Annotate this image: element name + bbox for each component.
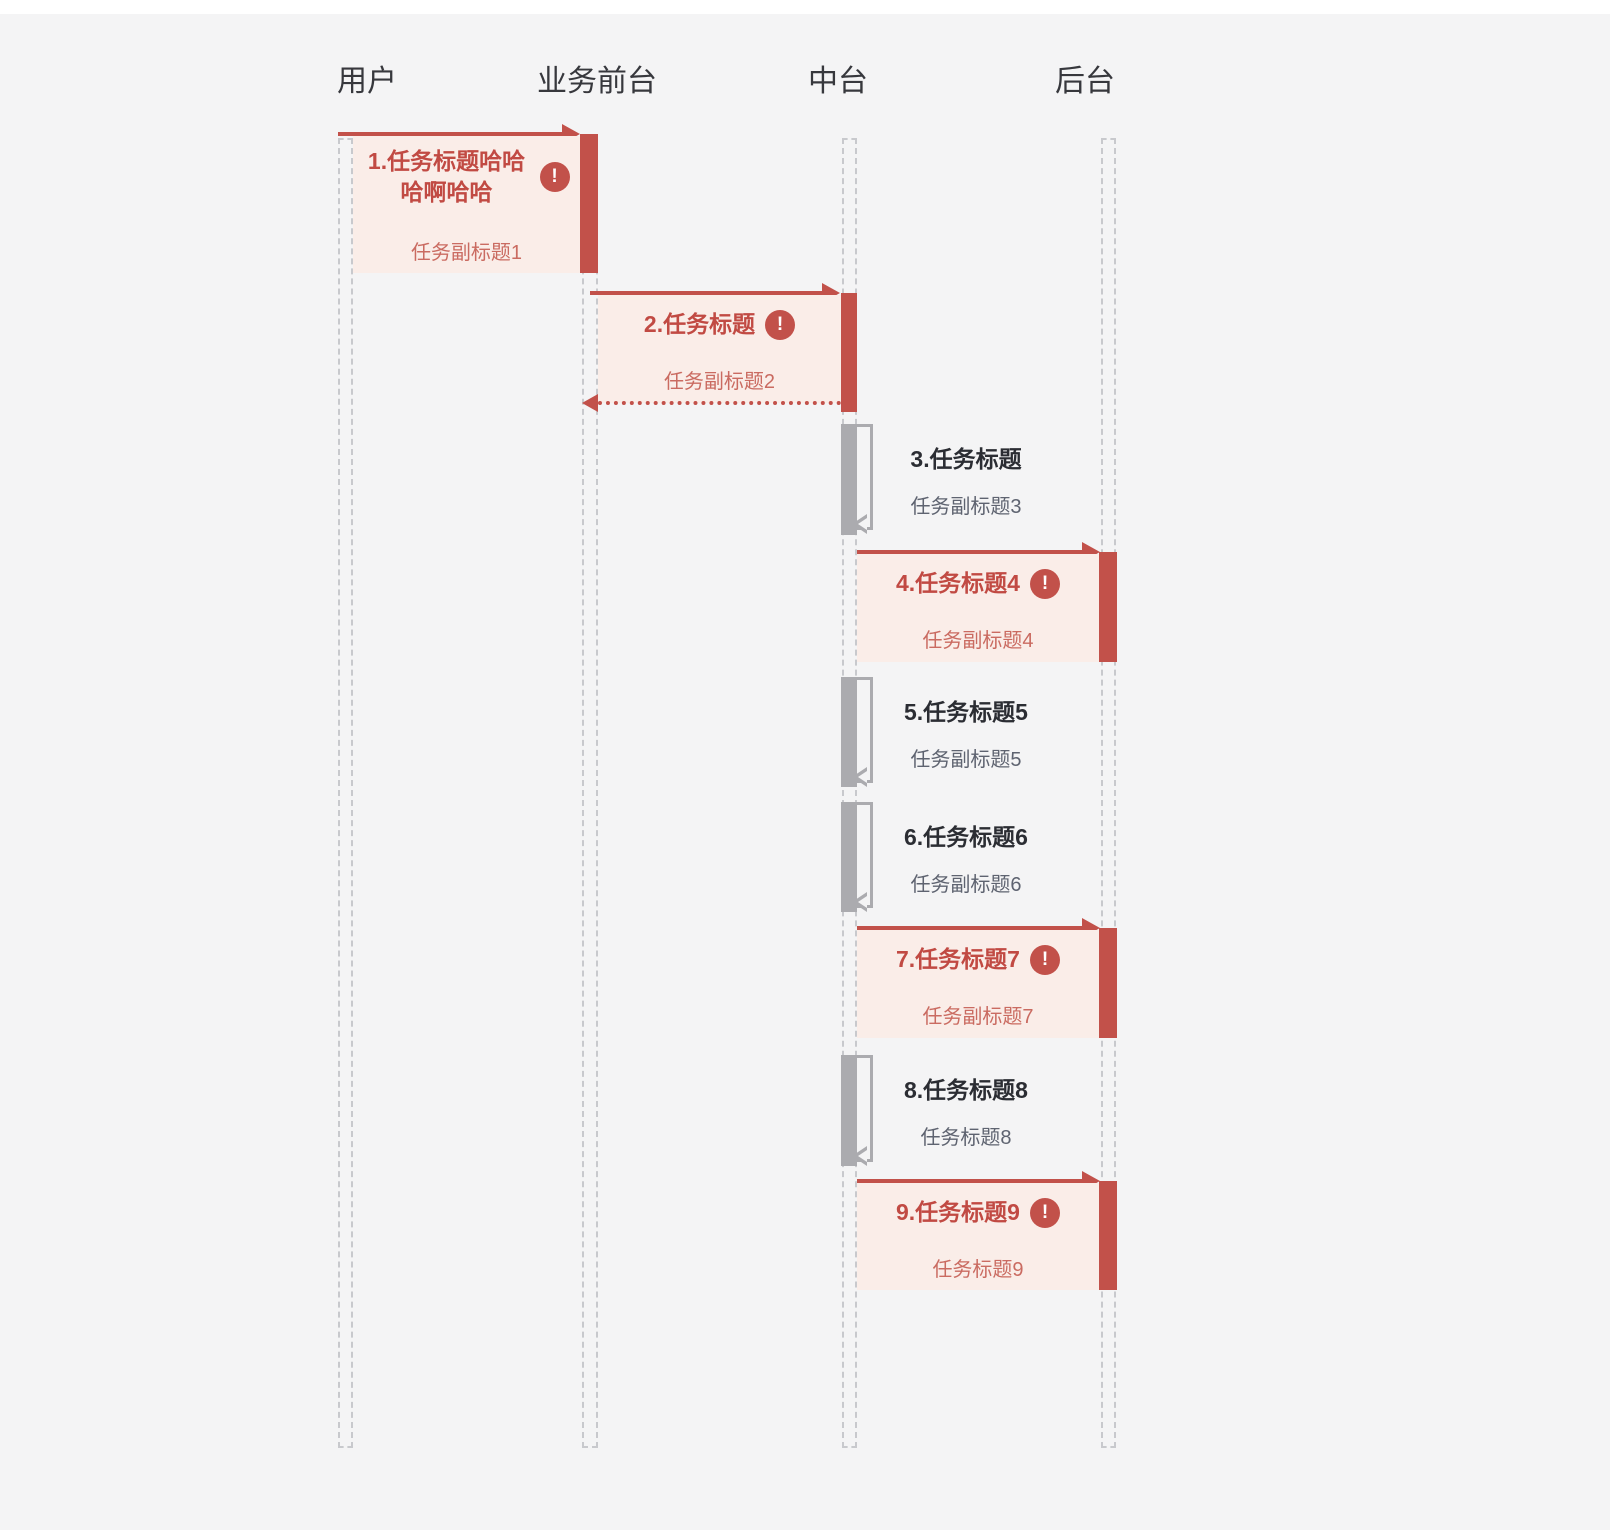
task-5-card[interactable]: 5.任务标题5 任务副标题5 <box>845 677 1087 787</box>
task-2-activation-bar <box>841 293 857 412</box>
task-4-title: 4.任务标题4 <box>896 570 1020 596</box>
top-strip <box>0 0 1610 14</box>
task-5-subtitle: 任务副标题5 <box>910 749 1022 771</box>
lifeline-middle <box>842 138 857 1448</box>
task-5-title: 5.任务标题5 <box>904 699 1028 725</box>
task-2-card[interactable]: 2.任务标题 ! 任务副标题2 <box>598 295 841 403</box>
task-6-activation-bar <box>841 802 857 912</box>
task-9-arrow-line <box>857 1179 1084 1183</box>
lifeline-label-user: 用户 <box>337 65 397 98</box>
task-3-activation-bar <box>841 424 857 535</box>
task-9-subtitle: 任务标题9 <box>932 1259 1024 1281</box>
task-2-title: 2.任务标题 <box>643 311 756 337</box>
task-1-alert-icon: ! <box>539 162 570 192</box>
task-7-subtitle: 任务副标题7 <box>922 1006 1034 1028</box>
task-8-activation-bar <box>841 1055 857 1166</box>
task-1-card[interactable]: 1.任务标题哈哈哈啊哈哈 ! 任务副标题1 <box>353 136 580 273</box>
task-5-activation-bar <box>841 677 857 787</box>
lifeline-backend <box>1101 138 1116 1448</box>
lifeline-label-backend: 后台 <box>1055 65 1115 98</box>
lifeline-user <box>338 138 353 1448</box>
task-7-alert-icon: ! <box>1029 944 1060 975</box>
task-2-subtitle: 任务副标题2 <box>663 371 776 393</box>
task-6-title: 6.任务标题6 <box>904 824 1028 850</box>
task-8-subtitle: 任务标题8 <box>920 1127 1012 1149</box>
task-7-title: 7.任务标题7 <box>896 946 1020 972</box>
task-7-arrow-line <box>857 926 1084 930</box>
task-2-return-line <box>598 401 841 405</box>
task-6-subtitle: 任务副标题6 <box>910 874 1022 896</box>
task-1-arrow-line <box>338 132 564 136</box>
task-9-card[interactable]: 9.任务标题9 ! 任务标题9 <box>857 1183 1099 1290</box>
task-1-subtitle: 任务副标题1 <box>410 242 523 264</box>
task-9-title: 9.任务标题9 <box>896 1199 1020 1225</box>
task-2-return-arrowhead-icon <box>582 394 598 412</box>
task-3-subtitle: 任务副标题3 <box>910 496 1022 518</box>
task-3-card[interactable]: 3.任务标题 任务副标题3 <box>845 424 1087 535</box>
task-2-alert-icon: ! <box>765 309 796 340</box>
task-4-arrow-line <box>857 550 1084 554</box>
task-1-title: 1.任务标题哈哈哈啊哈哈 <box>367 148 526 205</box>
lifeline-label-frontend: 业务前台 <box>537 65 657 98</box>
task-7-activation-bar <box>1099 928 1117 1038</box>
lifeline-frontend <box>582 138 598 1448</box>
task-9-alert-icon: ! <box>1029 1197 1060 1228</box>
task-7-card[interactable]: 7.任务标题7 ! 任务副标题7 <box>857 930 1099 1038</box>
task-4-subtitle: 任务副标题4 <box>922 630 1034 652</box>
task-8-card[interactable]: 8.任务标题8 任务标题8 <box>845 1055 1087 1166</box>
lifeline-label-middle: 中台 <box>808 65 868 98</box>
task-1-activation-bar <box>580 134 598 273</box>
task-4-activation-bar <box>1099 552 1117 662</box>
task-3-title: 3.任务标题 <box>910 446 1022 472</box>
task-4-alert-icon: ! <box>1029 568 1060 599</box>
task-4-card[interactable]: 4.任务标题4 ! 任务副标题4 <box>857 554 1099 662</box>
task-8-title: 8.任务标题8 <box>904 1077 1028 1103</box>
task-6-card[interactable]: 6.任务标题6 任务副标题6 <box>845 802 1087 912</box>
task-9-activation-bar <box>1099 1181 1117 1290</box>
task-2-arrow-line <box>590 291 824 295</box>
